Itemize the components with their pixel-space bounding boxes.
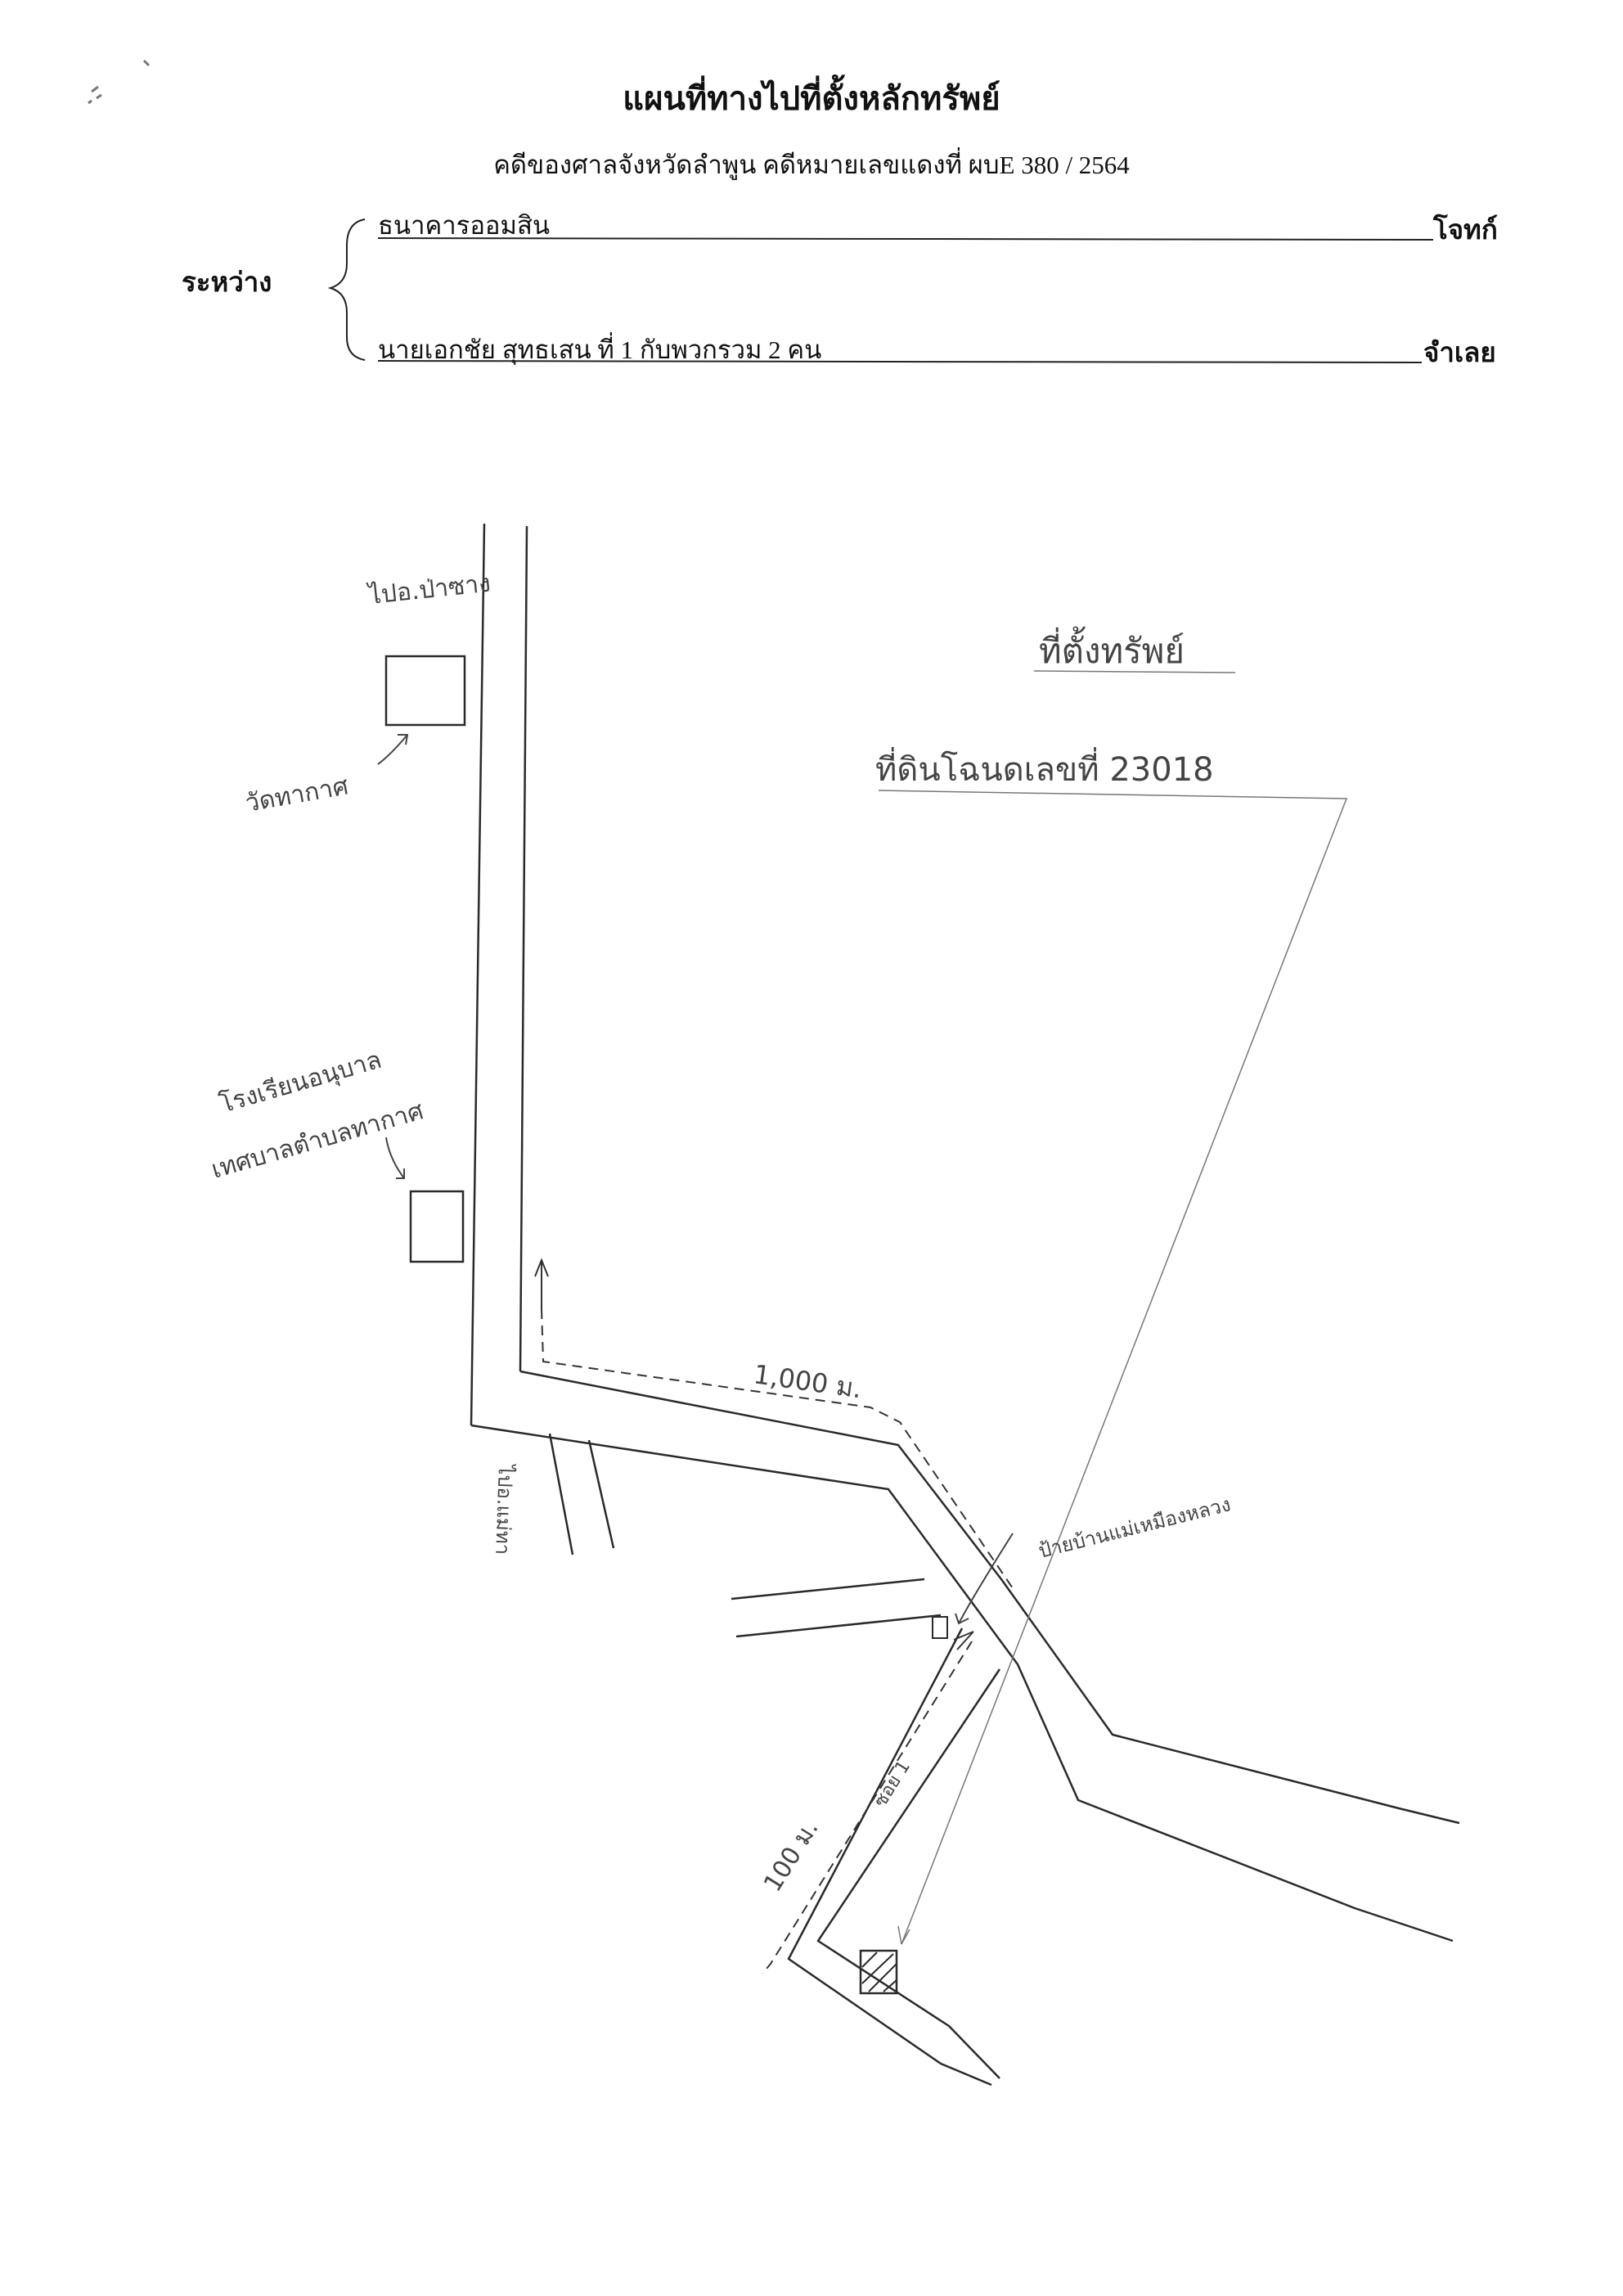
- label-deed-number: ที่ดินโฉนดเลขที่ 23018: [875, 747, 1214, 789]
- scan-specks: [88, 59, 151, 105]
- school-building: [409, 1190, 465, 1263]
- route-arrow-lane: [953, 1631, 974, 1650]
- route-arrow-up: [534, 1258, 549, 1309]
- property-location-underline: [1033, 670, 1236, 673]
- temple-building: [384, 655, 466, 727]
- defendant-role: จำเลย: [1423, 339, 1496, 368]
- between-label: ระหว่าง: [182, 268, 272, 298]
- leader-arrowhead: [897, 1925, 910, 1945]
- route-dashes-main: [541, 1308, 1015, 1591]
- label-school-line1: โรงเรียนอนุบาล: [216, 1045, 384, 1120]
- property-plot: [859, 1949, 898, 1995]
- plaintiff-role: โจทก์: [1433, 216, 1498, 245]
- label-distance-100: 100 ม.: [758, 1815, 825, 1897]
- label-to-pa-sang: ไปอ.ป่าซาง: [366, 569, 492, 611]
- main-road-left-edge: [470, 523, 486, 1426]
- header-rules: [327, 218, 1434, 363]
- label-distance-1000: 1,000 ม.: [752, 1358, 864, 1404]
- label-village-sign: ป้ายบ้านแม่เหมืองหลวง: [1036, 1492, 1234, 1562]
- school-pointer: [385, 1137, 405, 1179]
- west-branch-upper: [731, 1578, 925, 1600]
- label-to-mae-tha: ไปอ.แม่ทา: [491, 1463, 517, 1555]
- lane-right-edge: [816, 1668, 1001, 2079]
- side-road-left-edge-b: [587, 1439, 615, 1549]
- sign-pointer: [955, 1533, 1014, 1625]
- case-subtitle: คดีของศาลจังหวัดลำพูน คดีหมายเลขแดงที่ ผ…: [493, 151, 1130, 179]
- lane-left-edge: [787, 1627, 992, 2087]
- east-road-lower-edge: [470, 1424, 1454, 1943]
- label-property-location: ที่ตั้งทรัพย์: [1039, 626, 1185, 671]
- route-path: [541, 1308, 1015, 1974]
- defendant-name: นายเอกชัย สุทธเสน ที่ 1 กับพวกรวม 2 คน: [378, 335, 822, 364]
- road-network: [470, 523, 1460, 2087]
- brace: [327, 218, 366, 361]
- label-lane: ซอย 1: [870, 1757, 915, 1811]
- side-road-left-edge-a: [548, 1433, 574, 1555]
- deed-leader-line: [878, 790, 1348, 1945]
- village-sign-post: [932, 1616, 948, 1639]
- route-dashes-lane: [762, 1641, 973, 1974]
- label-temple: วัดทากาศ: [243, 772, 350, 818]
- main-road-right-edge: [519, 525, 528, 1372]
- west-branch-lower: [735, 1614, 942, 1638]
- temple-pointer: [377, 734, 409, 765]
- map-title: แผนที่ทางไปที่ตั้งหลักทรัพย์: [623, 80, 1000, 117]
- plaintiff-name: ธนาคารออมสิน: [378, 211, 551, 240]
- east-road-upper-edge: [519, 1370, 1460, 1825]
